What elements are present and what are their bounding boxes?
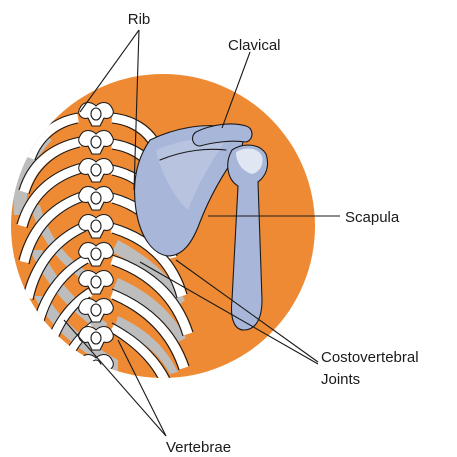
label-scapula: Scapula (345, 209, 400, 226)
vertebra (79, 355, 114, 379)
label-joints: Joints (321, 371, 360, 388)
label-vertebrae: Vertebrae (166, 439, 231, 456)
vertebra (79, 383, 114, 407)
label-clavical: Clavical (228, 37, 281, 54)
label-costovertebral: Costovertebral (321, 349, 419, 366)
label-rib: Rib (128, 11, 151, 28)
